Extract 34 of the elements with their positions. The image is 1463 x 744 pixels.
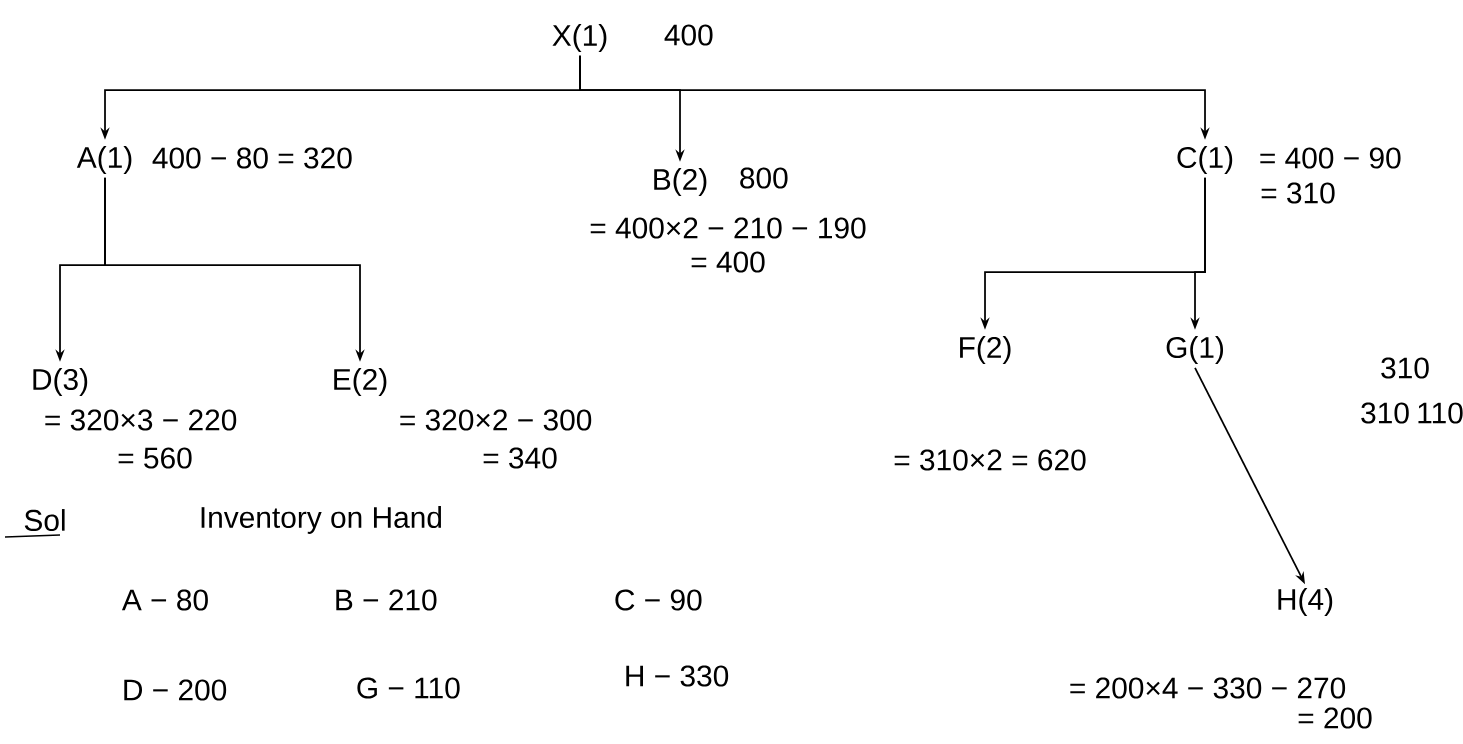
calculation-text: = 310×2 = 620: [894, 449, 1086, 471]
part-label: A(1): [76, 146, 132, 174]
note-text: A − 80: [121, 589, 208, 611]
calculation-text: = 400 − 90: [1260, 147, 1401, 169]
calculation-text: = 400: [691, 251, 765, 273]
note-text: Inventory on Hand: [201, 506, 441, 534]
part-label: E(2): [334, 368, 387, 396]
calculation-text: 310: [1381, 357, 1429, 379]
part-label: D(3): [33, 368, 88, 396]
calculation-text: = 560: [118, 447, 192, 469]
note-text: H − 330: [626, 665, 729, 687]
part-label: B(2): [654, 168, 707, 196]
note-text: G − 110: [357, 677, 460, 699]
calculation-text: = 340: [483, 447, 557, 469]
calculation-text: = 320×3 − 220: [45, 409, 237, 431]
note-text: Sol: [24, 509, 65, 531]
part-label: C(1): [1177, 146, 1233, 174]
part-label: F(2): [960, 336, 1011, 364]
calculation-text: = 200: [1298, 707, 1372, 729]
note-text: B − 210: [336, 589, 437, 611]
part-label: H(4): [1278, 588, 1333, 616]
calculation-text: = 320×2 − 300: [400, 409, 592, 431]
calculation-text: 800: [740, 167, 788, 189]
part-label: X(1): [552, 24, 607, 52]
part-label: G(1): [1166, 336, 1224, 364]
calculation-text: = 200×4 − 330 − 270: [1070, 677, 1346, 699]
calculation-text: 310: [1361, 402, 1409, 424]
calculation-text: 400 − 80 = 320: [152, 147, 352, 169]
calculation-text: 110: [1418, 402, 1463, 424]
note-text: D − 200: [124, 679, 227, 701]
calculation-text: 400: [664, 24, 713, 46]
calculation-text: = 400×2 − 210 − 190: [590, 217, 866, 239]
note-text: C − 90: [615, 589, 702, 611]
calculation-text: = 310: [1261, 182, 1335, 204]
